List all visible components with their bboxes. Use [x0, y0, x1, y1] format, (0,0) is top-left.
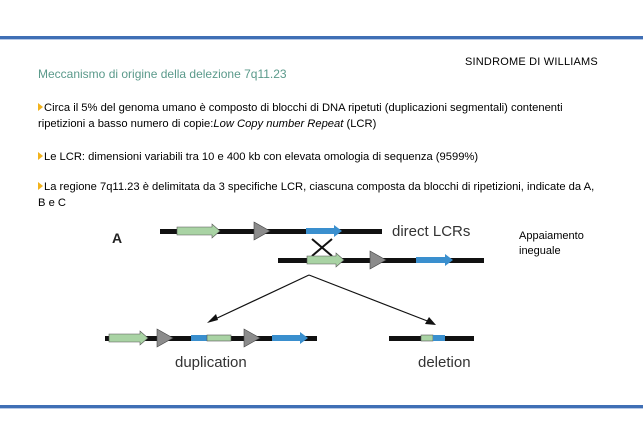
bullet-arrow-icon — [38, 182, 43, 190]
side-note-line1: Appaiamento — [519, 230, 584, 242]
lcr-triangle — [243, 328, 261, 348]
chromosome-bottom — [278, 250, 484, 270]
bullet-italic-term: Low Copy number Repeat — [213, 118, 344, 130]
blue-repeat-block — [191, 335, 207, 341]
duplication-product — [105, 328, 317, 348]
bullet-text: Le LCR: dimensioni variabili tra 10 e 40… — [44, 151, 479, 163]
blue-repeat-block — [272, 332, 308, 344]
bullet-text: La regione 7q11.23 è delimitata da 3 spe… — [38, 181, 595, 209]
side-note: Appaiamento ineguale — [519, 229, 584, 259]
top-divider-shadow — [0, 39, 643, 40]
green-repeat-block — [108, 330, 149, 346]
duplication-label: duplication — [175, 354, 247, 371]
bullet-arrow-icon — [38, 152, 43, 160]
side-note-line2: ineguale — [519, 245, 561, 257]
bottom-divider — [0, 405, 643, 408]
bullet-text: Circa il 5% del genoma umano è composto … — [38, 102, 563, 130]
blue-repeat-block — [433, 335, 445, 341]
green-repeat-block — [176, 223, 221, 239]
bullet-genome-repeats: Circa il 5% del genoma umano è composto … — [38, 100, 598, 132]
bullet-tail: (LCR) — [343, 118, 377, 130]
green-repeat-block — [306, 252, 345, 268]
top-divider — [0, 36, 643, 39]
bottom-divider-shadow — [0, 408, 643, 409]
lcr-triangle — [253, 221, 271, 241]
crossover-mark — [311, 238, 333, 257]
outcome-arrows — [207, 274, 436, 325]
lcr-triangle — [156, 328, 174, 348]
green-repeat-block — [206, 334, 232, 342]
slide-subtitle: Meccanismo di origine della delezione 7q… — [38, 67, 287, 81]
bullet-lcr-size: Le LCR: dimensioni variabili tra 10 e 40… — [38, 149, 598, 165]
green-repeat-block — [420, 334, 434, 342]
panel-label: A — [112, 230, 122, 246]
deletion-product — [389, 334, 474, 342]
section-title: SINDROME DI WILLIAMS — [465, 56, 598, 68]
deletion-label: deletion — [418, 354, 471, 371]
chromosome-top — [160, 221, 382, 241]
bullet-region-lcrs: La regione 7q11.23 è delimitata da 3 spe… — [38, 179, 598, 211]
blue-repeat-block — [416, 254, 453, 266]
blue-repeat-block — [306, 225, 342, 237]
bullet-arrow-icon — [38, 103, 43, 111]
direct-lcrs-label: direct LCRs — [392, 223, 470, 240]
lcr-triangle — [369, 250, 387, 270]
